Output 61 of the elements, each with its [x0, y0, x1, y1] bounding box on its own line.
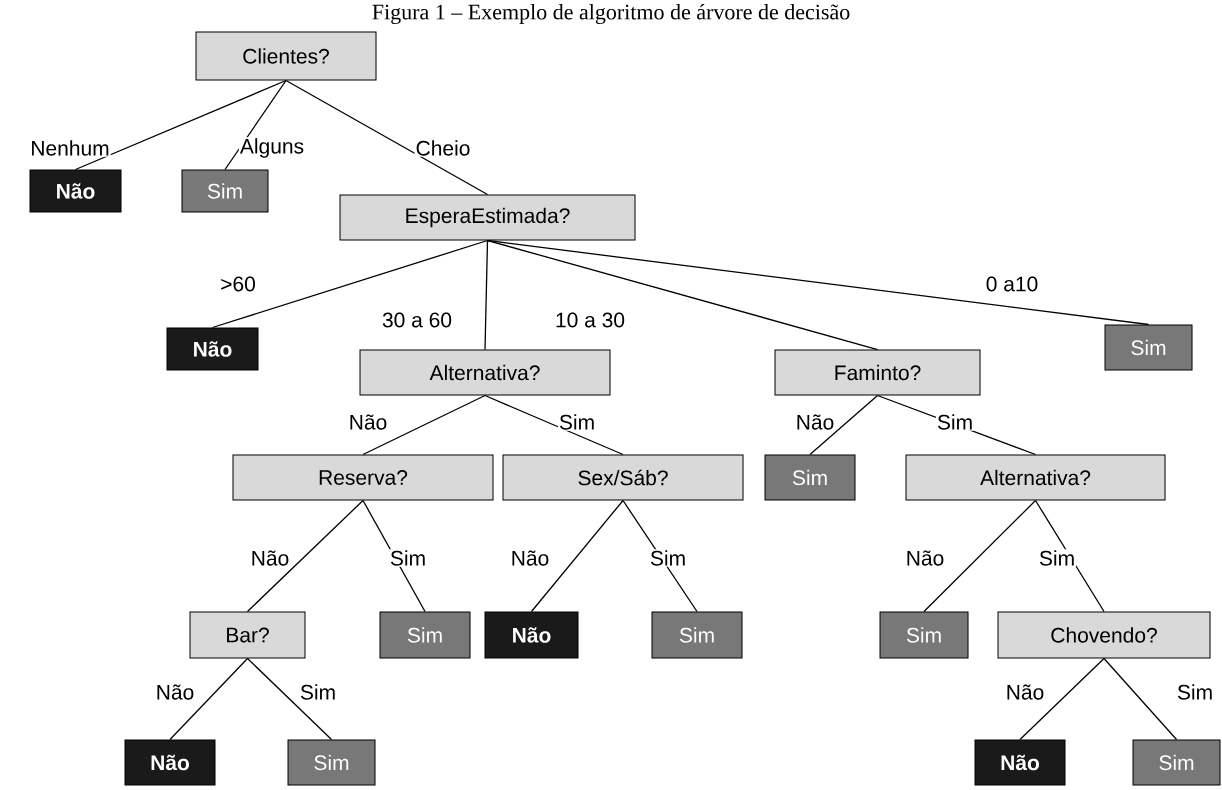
decision-box: Clientes?	[195, 31, 377, 81]
branch-line	[224, 79, 287, 171]
decision-box: Alternativa?	[905, 454, 1166, 501]
branch-line	[923, 499, 1037, 613]
edge-label: 30 a 60	[381, 311, 454, 329]
decision-box: Reserva?	[232, 454, 494, 501]
edge-label: Não	[154, 683, 196, 701]
branch-line	[809, 394, 879, 456]
edge-label: Sim	[388, 549, 428, 567]
leaf-box: Sim	[181, 169, 269, 213]
branch-line	[211, 239, 489, 329]
edge-label: Nenhum	[29, 139, 111, 157]
edge-label: Não	[509, 549, 551, 567]
branch-line	[285, 79, 489, 196]
branch-line	[246, 499, 364, 613]
leaf-box: Sim	[651, 611, 743, 659]
leaf-box: Não	[29, 169, 122, 213]
branch-line	[486, 239, 1150, 326]
decision-box: Bar?	[189, 611, 306, 659]
leaf-box: Não	[484, 611, 579, 659]
decision-box: Alternativa?	[359, 349, 611, 396]
decision-box: EsperaEstimada?	[339, 194, 636, 241]
edge-label: 10 a 30	[554, 311, 627, 329]
branch-line	[169, 657, 249, 741]
decision-box: Chovendo?	[997, 611, 1211, 659]
branch-line	[246, 657, 333, 741]
branch-line	[1019, 657, 1105, 741]
decision-box: Faminto?	[774, 349, 981, 396]
edge-label: Cheio	[414, 139, 472, 157]
leaf-box: Sim	[1104, 324, 1193, 371]
leaf-box: Sim	[287, 739, 376, 786]
edge-label: Não	[249, 549, 291, 567]
edge-label: Não	[904, 549, 946, 567]
branch-line	[484, 394, 624, 456]
edge-label: Alguns	[238, 137, 306, 159]
edge-label: Sim	[1037, 549, 1077, 567]
edge-label: Não	[1004, 683, 1046, 701]
decision-box: Sex/Sáb?	[502, 454, 744, 501]
branch-line	[362, 394, 486, 456]
edge-label: 0 a10	[984, 275, 1040, 293]
branch-line	[530, 499, 624, 613]
edge-label: Não	[347, 413, 389, 431]
leaf-box: Sim	[379, 611, 471, 659]
leaf-box: Não	[166, 327, 259, 371]
branch-line	[486, 239, 879, 351]
leaf-box: Não	[124, 739, 216, 786]
edge-label: Sim	[648, 549, 688, 567]
edge-label: Sim	[935, 413, 975, 431]
branch-line	[74, 79, 287, 171]
edge-label: Não	[794, 413, 836, 431]
branch-line	[1103, 657, 1178, 741]
edge-label: Sim	[298, 683, 338, 701]
figure-title: Figura 1 – Exemplo de algoritmo de árvore de decisão	[372, 3, 850, 25]
leaf-box: Sim	[764, 454, 856, 501]
leaf-box: Sim	[1132, 739, 1221, 786]
leaf-box: Sim	[879, 611, 969, 659]
edge-label: >60	[219, 275, 257, 293]
edge-label: Sim	[557, 413, 597, 431]
edge-label: Sim	[1175, 683, 1215, 701]
leaf-box: Não	[974, 739, 1066, 786]
branch-line	[484, 239, 489, 351]
